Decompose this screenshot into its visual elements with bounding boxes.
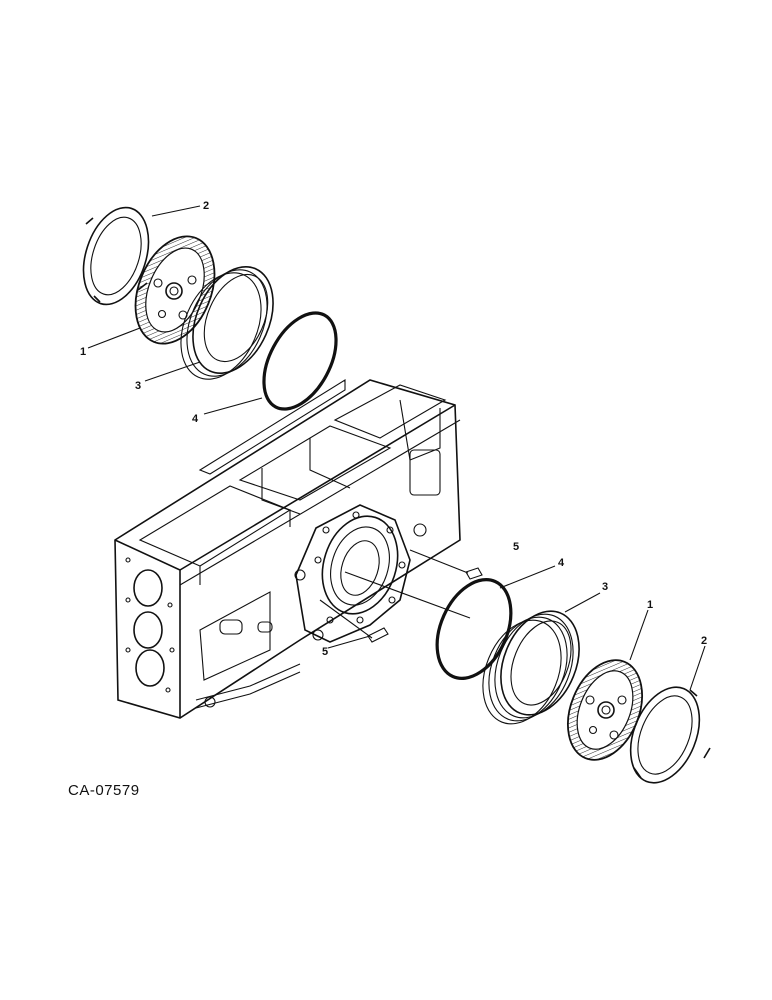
lower-callout-leaders <box>327 565 706 691</box>
upper-callout-leaders <box>87 205 263 415</box>
callout-lower-1: 1 <box>647 599 653 611</box>
transmission-housing <box>114 379 471 719</box>
callout-upper-2: 2 <box>203 200 209 212</box>
figure-code: CA-07579 <box>68 782 140 799</box>
callout-lower-4: 4 <box>558 557 565 569</box>
callout-upper-3: 3 <box>135 380 141 392</box>
lower-piston-part-3 <box>482 610 580 725</box>
upper-friction-disc-part-1 <box>134 235 216 345</box>
dowel-pins-part-5 <box>319 549 483 643</box>
callout-lower-5a: 5 <box>513 541 519 553</box>
callout-lower-3: 3 <box>602 581 608 593</box>
callout-lower-2: 2 <box>701 635 707 647</box>
lower-retaining-ring-part-2 <box>629 686 711 784</box>
lower-friction-disc-part-1 <box>567 659 643 761</box>
upper-o-ring-part-4 <box>262 311 338 411</box>
callout-lower-5b: 5 <box>322 646 328 658</box>
lower-o-ring-part-4 <box>435 578 513 680</box>
upper-piston-part-3 <box>180 265 274 380</box>
callout-upper-1: 1 <box>80 346 86 358</box>
callout-upper-4: 4 <box>192 413 199 425</box>
